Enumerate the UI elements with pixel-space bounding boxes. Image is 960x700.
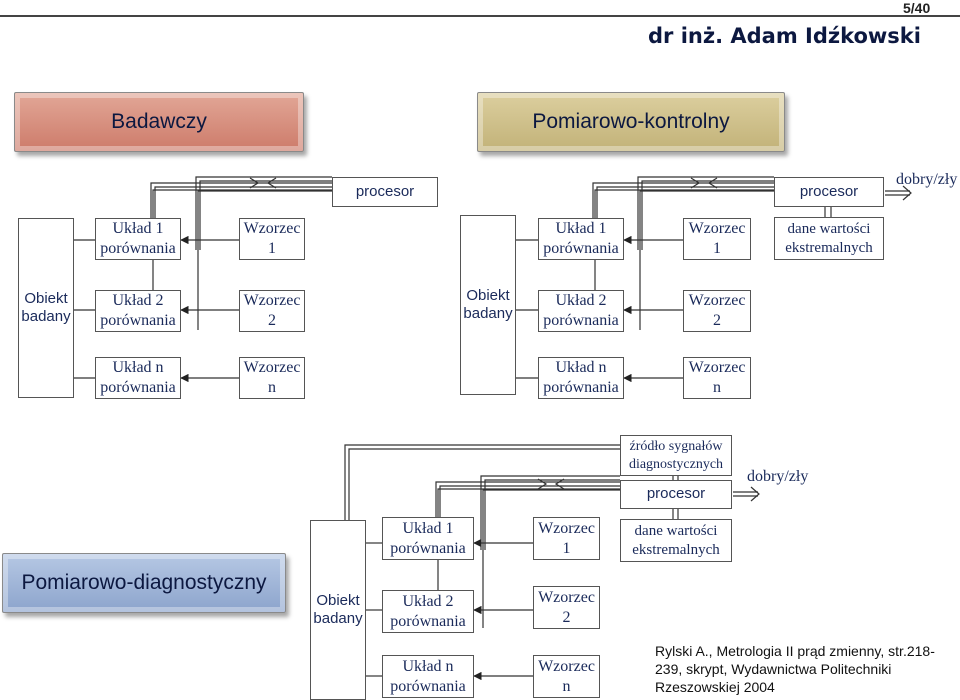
obiekt-badany-box: Obiekt badany — [460, 215, 516, 395]
procesor-box: procesor — [332, 177, 438, 207]
header-divider — [0, 15, 960, 17]
uklad-n-box: Układ n porównania — [538, 357, 624, 399]
wzorzec-1-box: Wzorzec 1 — [683, 218, 751, 260]
wzorzec-1-box: Wzorzec 1 — [533, 517, 600, 560]
wzorzec-1-box: Wzorzec 1 — [239, 218, 305, 260]
uklad-2-box: Układ 2 porównania — [382, 590, 474, 633]
dane-wartosci-box: dane wartości ekstremalnych — [774, 217, 884, 260]
wzorzec-n-box: Wzorzec n — [239, 357, 305, 399]
uklad-n-box: Układ n porównania — [382, 655, 474, 698]
wzorzec-2-box: Wzorzec 2 — [683, 290, 751, 332]
obiekt-badany-box: Obiekt badany — [18, 218, 74, 398]
wynik-label: dobry/zły — [896, 171, 958, 188]
wzorzec-n-box: Wzorzec n — [683, 357, 751, 399]
banner-pomiarowo-diagnostyczny: Pomiarowo-diagnostyczny — [2, 553, 286, 613]
wzorzec-n-box: Wzorzec n — [533, 655, 600, 698]
uklad-2-box: Układ 2 porównania — [538, 290, 624, 332]
citation: Rylski A., Metrologia II prąd zmienny, s… — [655, 643, 935, 695]
banner-badawczy: Badawczy — [14, 92, 304, 152]
uklad-n-box: Układ n porównania — [95, 357, 181, 399]
uklad-1-box: Układ 1 porównania — [382, 517, 474, 560]
author-name: dr inż. Adam Idźkowski — [648, 24, 921, 48]
wynik-label: dobry/zły — [747, 468, 809, 485]
uklad-1-box: Układ 1 porównania — [538, 218, 624, 260]
obiekt-badany-box: Obiekt badany — [310, 520, 366, 700]
uklad-2-box: Układ 2 porównania — [95, 290, 181, 332]
procesor-box: procesor — [774, 177, 884, 207]
procesor-box: procesor — [620, 480, 732, 509]
wzorzec-2-box: Wzorzec 2 — [533, 586, 600, 629]
dane-wartosci-box: dane wartości ekstremalnych — [620, 519, 732, 562]
banner-pomiarowo-kontrolny: Pomiarowo-kontrolny — [477, 92, 785, 152]
uklad-1-box: Układ 1 porównania — [95, 218, 181, 260]
page-number: 5/40 — [903, 0, 931, 16]
zrodlo-sygnalow-box: źródło sygnałów diagnostycznych — [620, 435, 732, 476]
wzorzec-2-box: Wzorzec 2 — [239, 290, 305, 332]
